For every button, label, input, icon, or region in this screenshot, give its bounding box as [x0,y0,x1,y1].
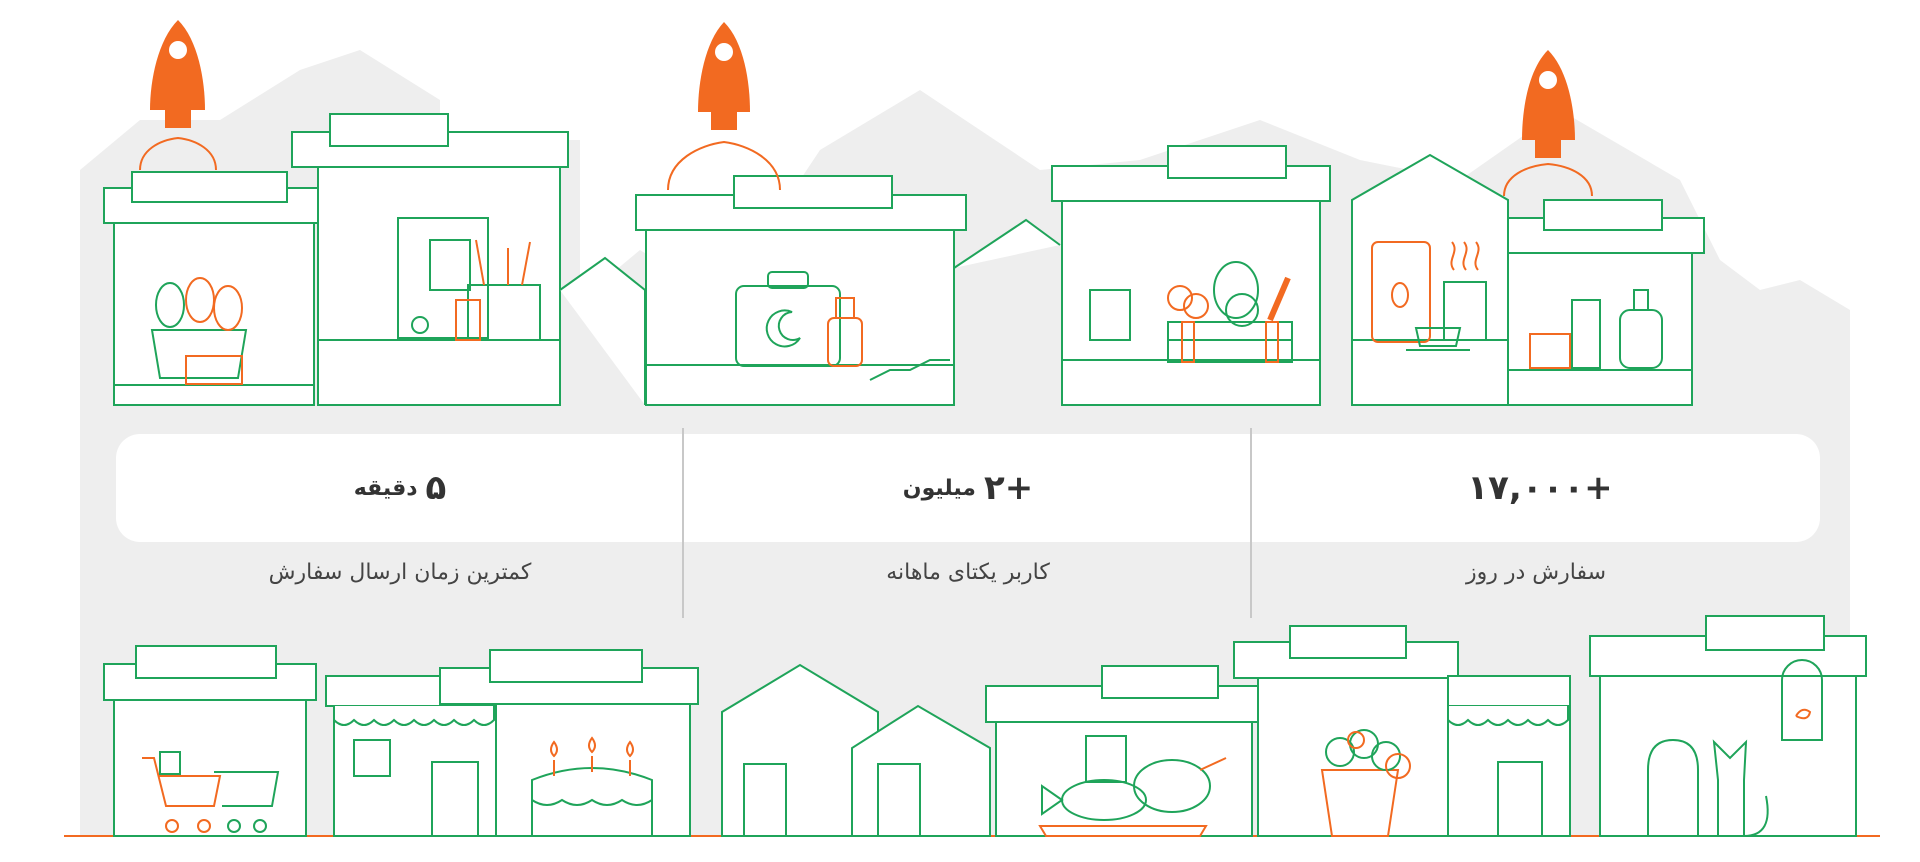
rocket-icon [667,22,781,191]
stat-value: ۵ [425,468,447,508]
rocket-icon [1503,50,1593,197]
stat-caption: کاربر یکتای ماهانه [886,560,1050,585]
stat-unit: دقیقه [353,475,418,501]
produce-crate-icon [1167,261,1293,363]
cosmetics-icon [1520,289,1670,371]
coffee-shop-icon [1371,241,1487,351]
stats-divider [1250,428,1252,618]
rocket-icon [139,20,217,171]
stationery-icon [397,217,541,341]
stat-value: +۲ [983,468,1034,508]
flower-bucket-icon [1320,729,1411,837]
stat-unit: میلیون [902,475,976,501]
stat-value: +۱۷,۰۰۰ [1467,468,1613,508]
stat-monthly-users: +۲ میلیون [684,434,1252,542]
cake-icon [531,736,653,837]
stats-divider [682,428,684,618]
stat-orders-per-day: +۱۷,۰۰۰ [1252,434,1820,542]
stats-panel [116,434,1820,542]
fish-meat-icon [1038,735,1227,837]
stat-caption: سفارش در روز [1465,560,1607,585]
bottom-buildings [103,615,1867,837]
medicine-kit-icon [735,271,950,381]
bakery-basket-icon [150,277,248,385]
pets-icon [1647,659,1823,837]
stat-min-delivery-time: ۵ دقیقه [116,434,684,542]
stat-caption: کمترین زمان ارسال سفارش [268,560,532,585]
shopping-cart-icon [142,751,280,833]
